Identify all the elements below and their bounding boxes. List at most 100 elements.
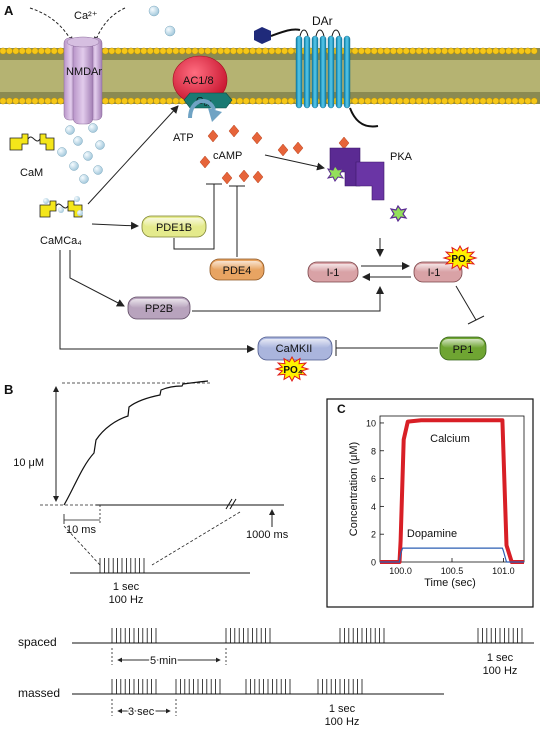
calcium-label: Ca²⁺ [74, 10, 98, 22]
camp-molecule [238, 169, 250, 183]
massed-duration-label: 1 sec [329, 703, 356, 715]
calcium-ion [83, 151, 93, 161]
camp-molecules [199, 124, 350, 185]
dopamine-receptor [254, 27, 379, 128]
stimulus-train [99, 558, 145, 573]
phosphate-burst-icon [274, 355, 310, 383]
inhibition-lines [173, 183, 485, 356]
calcium-influx-arrow-right [94, 7, 126, 43]
camp-molecule [207, 129, 219, 143]
y-tick-label: 10 [366, 418, 376, 428]
pp2b-box [127, 296, 191, 320]
pathway-arrows [59, 105, 411, 353]
camp-molecule [292, 141, 304, 155]
pp1-label: PP1 [453, 344, 474, 356]
panel-c-label: C [337, 402, 346, 416]
calcium-ion [65, 125, 75, 135]
y-tick-label: 6 [371, 474, 376, 484]
massed-frequency-label: 100 Hz [325, 716, 360, 728]
calcium-summation-trace [40, 380, 284, 566]
calcium-ion [73, 136, 83, 146]
calcium-ion [148, 5, 160, 17]
pka-catalytic-subunit-icon [389, 204, 408, 223]
pde4-label: PDE4 [223, 265, 252, 277]
spaced-protocol [111, 628, 523, 643]
calcium-ion [95, 140, 105, 150]
y-tick-label: 0 [371, 558, 376, 568]
x-tick-label: 100.5 [441, 566, 464, 576]
interval-label: 10 ms [66, 524, 96, 536]
camca4-label: CaMCa₄ [40, 235, 82, 247]
calcium-ion [79, 174, 89, 184]
dar-label: DAr [312, 14, 333, 28]
ac-label: AC1/8 [183, 75, 214, 87]
pp1-box [439, 336, 487, 361]
panel-b-label: B [4, 382, 13, 397]
camp-molecule [277, 143, 289, 157]
camp-molecule [228, 124, 240, 138]
po4-label-i1: PO₄ [451, 254, 470, 265]
y-tick-label: 2 [371, 530, 376, 540]
pde1b-label: PDE1B [156, 222, 192, 234]
calcium-ion [93, 165, 103, 175]
x-axis-title: Time (sec) [424, 577, 476, 589]
spaced-duration-label: 1 sec [487, 652, 514, 664]
i1-phospho-box [413, 261, 463, 283]
pka-icon [326, 147, 385, 201]
i1-label: I-1 [327, 267, 340, 279]
camp-molecule [338, 136, 350, 150]
x-tick-label: 101.0 [492, 566, 515, 576]
series-calcium-line [380, 418, 524, 564]
massed-protocol [111, 679, 363, 694]
panel-c-frame [326, 398, 534, 608]
camkii-label: CaMKII [276, 343, 313, 355]
cam-label: CaM [20, 167, 43, 179]
legend-dopamine: Dopamine [407, 528, 457, 540]
i1p-label: I-1 [428, 267, 441, 279]
camp-molecule [221, 171, 233, 185]
calcium-influx-arrow-left [29, 7, 73, 43]
pde4-box [209, 258, 265, 281]
cell-membrane [0, 47, 540, 105]
train-duration-label: 1 sec [113, 581, 140, 593]
massed-gap-label: 3 sec [128, 706, 155, 718]
atp-label: ATP [173, 132, 194, 144]
y-tick-label: 4 [371, 502, 376, 512]
pka-label: PKA [390, 151, 413, 163]
legend-calcium: Calcium [430, 433, 470, 445]
camp-label: cAMP [213, 150, 242, 162]
calcium-ion [88, 123, 98, 133]
camp-molecule [199, 155, 211, 169]
calcium-ion [164, 25, 176, 37]
camp-molecule [251, 131, 263, 145]
nmda-receptor [63, 36, 103, 125]
phosphate-burst-icon [442, 244, 478, 272]
calmodulin-icon [9, 133, 55, 151]
calcium-ion [57, 147, 67, 157]
po4-label-camkii: PO₄ [283, 365, 302, 376]
spaced-frequency-label: 100 Hz [483, 665, 518, 677]
y-axis-title: Concentration (μM) [348, 442, 360, 536]
concentration-chart: 0 2 4 6 8 10 100.0 100.5 101.0 Time (sec) Conce… [348, 415, 525, 589]
spaced-gap-label: 5 min [150, 655, 177, 667]
pde1b-box [141, 215, 207, 238]
calcium-ion [69, 161, 79, 171]
massed-label: massed [18, 686, 60, 700]
pp2b-label: PP2B [145, 303, 173, 315]
amplitude-label: 10 μM [13, 457, 44, 469]
i1-box [307, 261, 359, 283]
x-tick-label: 100.0 [389, 566, 412, 576]
train-frequency-label: 100 Hz [109, 594, 144, 606]
camkii-box [257, 336, 333, 361]
atp-conversion-arrow [188, 99, 216, 119]
series-dopamine-line [380, 547, 524, 563]
tail-label: 1000 ms [246, 529, 289, 541]
y-tick-label: 8 [371, 446, 376, 456]
camp-molecule [252, 170, 264, 184]
spaced-label: spaced [18, 635, 57, 649]
intracellular-calcium [57, 123, 105, 184]
nmdar-label: NMDAr [66, 66, 102, 78]
calmodulin-calcium-icon [39, 196, 83, 218]
panel-a-label: A [4, 3, 14, 18]
